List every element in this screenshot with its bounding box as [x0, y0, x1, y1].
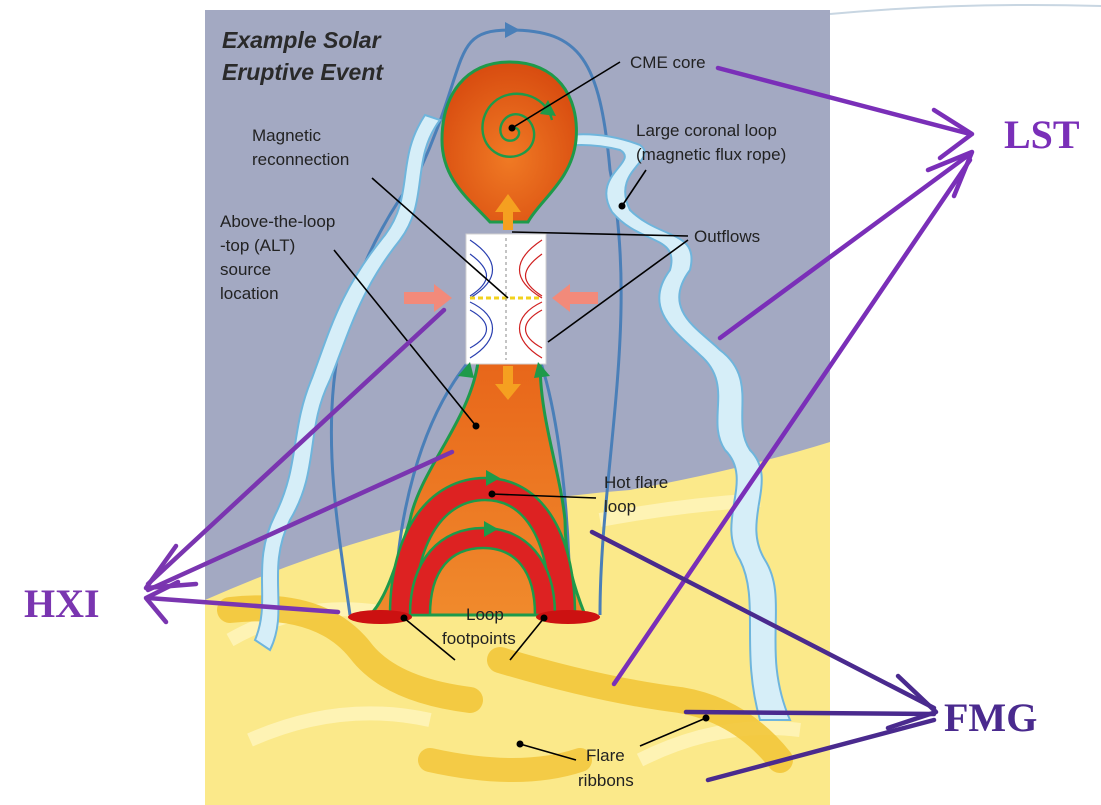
label-hot-flare-loop-1: Hot flare — [604, 473, 668, 492]
instrument-lst: LST — [1004, 112, 1080, 157]
label-magnetic-reconnection-2: reconnection — [252, 150, 349, 169]
label-large-coronal-loop-2: (magnetic flux rope) — [636, 145, 786, 164]
instrument-hxi: HXI — [24, 581, 100, 626]
label-alt-3: source — [220, 260, 271, 279]
label-large-coronal-loop-1: Large coronal loop — [636, 121, 777, 140]
decorative-arc — [830, 5, 1101, 14]
instrument-fmg: FMG — [944, 695, 1037, 740]
label-flare-ribbons-1: Flare — [586, 746, 625, 765]
label-alt-4: location — [220, 284, 279, 303]
title-line-2: Eruptive Event — [222, 59, 384, 85]
label-cme-core: CME core — [630, 53, 706, 72]
label-hot-flare-loop-2: loop — [604, 497, 636, 516]
label-loop-footpoints-1: Loop — [466, 605, 504, 624]
label-alt-2: -top (ALT) — [220, 236, 295, 255]
label-flare-ribbons-2: ribbons — [578, 771, 634, 790]
title-line-1: Example Solar — [222, 27, 382, 53]
label-alt-1: Above-the-loop — [220, 212, 335, 231]
label-outflows: Outflows — [694, 227, 760, 246]
label-loop-footpoints-2: footpoints — [442, 629, 516, 648]
label-magnetic-reconnection-1: Magnetic — [252, 126, 321, 145]
